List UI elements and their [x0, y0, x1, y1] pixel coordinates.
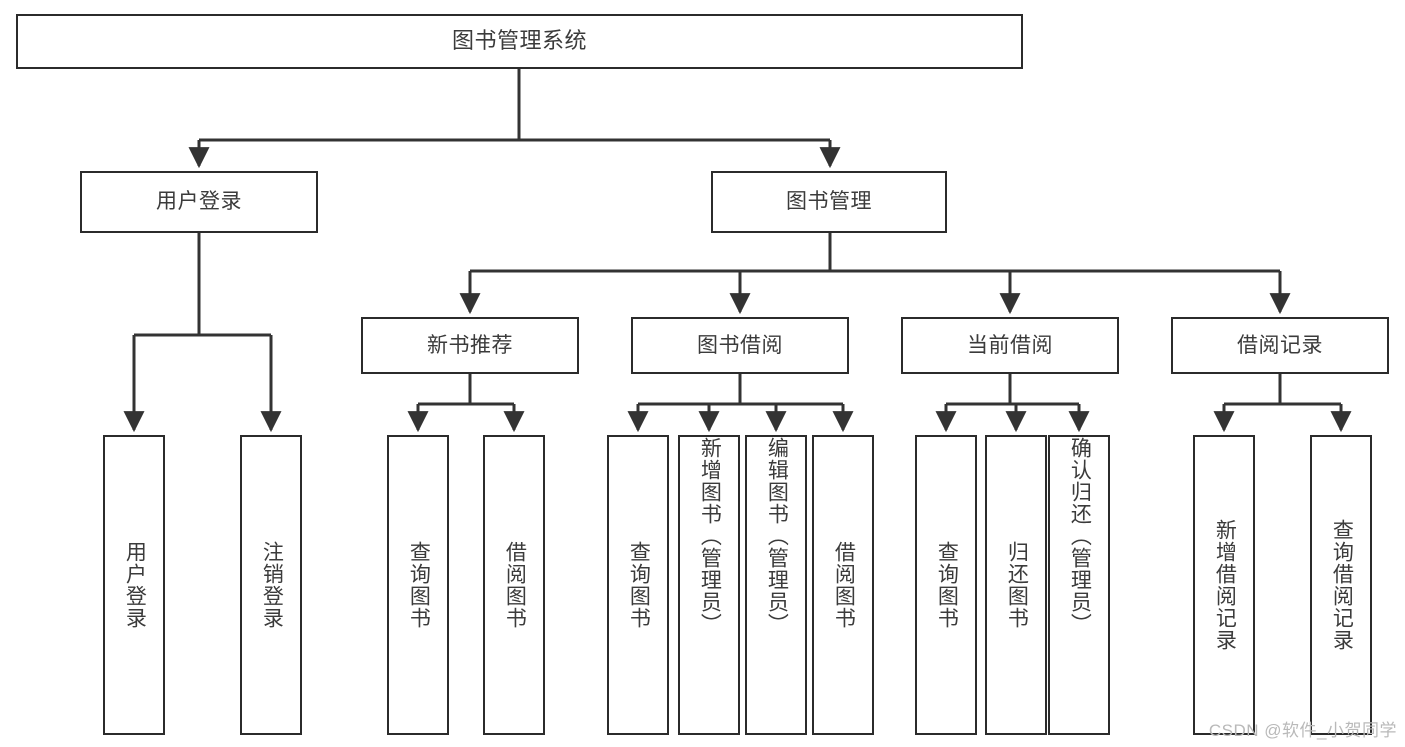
leaf-label: 编辑图书（管理员）: [765, 437, 789, 635]
leaf-user-login[interactable]: 用户登录: [103, 435, 165, 735]
leaf-borrow-query-book[interactable]: 查询图书: [607, 435, 669, 735]
leaf-label: 用户登录: [123, 541, 147, 629]
leaf-label: 归还图书: [1005, 541, 1029, 629]
leaf-label: 查询借阅记录: [1330, 519, 1354, 651]
leaf-label: 注销登录: [260, 541, 284, 629]
leaf-label: 新增借阅记录: [1213, 519, 1237, 651]
csdn-watermark: CSDN @软件_小贺同学: [1208, 721, 1397, 740]
node-current-borrow[interactable]: 当前借阅: [901, 317, 1119, 374]
leaf-label: 查询图书: [407, 541, 431, 629]
node-borrow-records[interactable]: 借阅记录: [1171, 317, 1389, 374]
leaf-lend-book[interactable]: 借阅图书: [812, 435, 874, 735]
node-root[interactable]: 图书管理系统: [16, 14, 1023, 69]
node-book-management[interactable]: 图书管理: [711, 171, 947, 233]
leaf-return-book[interactable]: 归还图书: [985, 435, 1047, 735]
leaf-label: 借阅图书: [832, 541, 856, 629]
node-user-login[interactable]: 用户登录: [80, 171, 318, 233]
leaf-label: 借阅图书: [503, 541, 527, 629]
leaf-new-borrow-book[interactable]: 借阅图书: [483, 435, 545, 735]
leaf-query-borrow-record[interactable]: 查询借阅记录: [1310, 435, 1372, 735]
leaf-add-book-admin[interactable]: 新增图书（管理员）: [678, 435, 740, 735]
leaf-confirm-return-admin[interactable]: 确认归还（管理员）: [1048, 435, 1110, 735]
leaf-user-logout[interactable]: 注销登录: [240, 435, 302, 735]
leaf-label: 查询图书: [935, 541, 959, 629]
leaf-new-query-book[interactable]: 查询图书: [387, 435, 449, 735]
leaf-label: 查询图书: [627, 541, 651, 629]
leaf-current-query-book[interactable]: 查询图书: [915, 435, 977, 735]
leaf-edit-book-admin[interactable]: 编辑图书（管理员）: [745, 435, 807, 735]
node-book-borrow[interactable]: 图书借阅: [631, 317, 849, 374]
node-new-book-recommend[interactable]: 新书推荐: [361, 317, 579, 374]
leaf-label: 新增图书（管理员）: [698, 437, 722, 635]
leaf-add-borrow-record[interactable]: 新增借阅记录: [1193, 435, 1255, 735]
leaf-label: 确认归还（管理员）: [1068, 437, 1092, 635]
